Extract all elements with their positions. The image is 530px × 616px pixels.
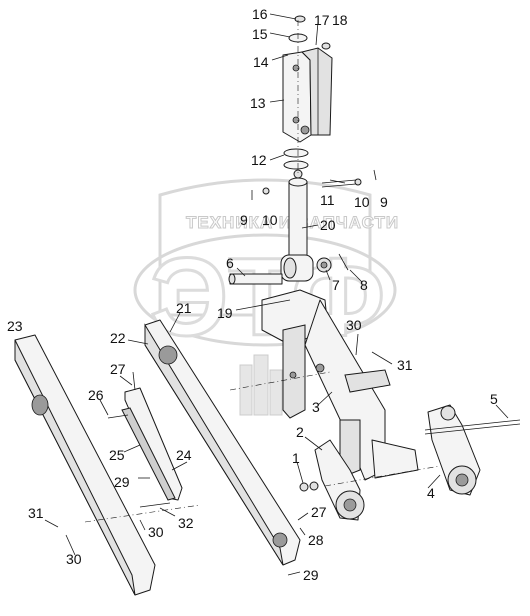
- callout-21: 21: [176, 300, 192, 316]
- callout-4: 4: [427, 485, 435, 501]
- callout-19: 19: [217, 305, 233, 321]
- part-30-plate: [344, 369, 391, 393]
- watermark-emblem-icon: [239, 354, 283, 416]
- callout-1: 1: [292, 450, 300, 466]
- callout-7: 7: [332, 277, 340, 293]
- callout-27-right: 27: [311, 504, 327, 520]
- callout-5: 5: [490, 391, 498, 407]
- callout-17: 17: [314, 12, 330, 28]
- callout-31-right: 31: [397, 357, 413, 373]
- part-16-nut: [294, 15, 306, 23]
- callout-leaders: [44, 13, 509, 576]
- callout-32: 32: [178, 515, 194, 531]
- callout-30-left: 30: [66, 551, 82, 567]
- callout-11: 11: [320, 192, 335, 208]
- bolt-5: [424, 419, 521, 435]
- main-frame-3: [261, 289, 419, 481]
- washers-1: [299, 481, 319, 492]
- callout-24: 24: [176, 447, 192, 463]
- callout-9-left: 9: [240, 212, 248, 228]
- callout-29-left: 29: [114, 474, 130, 490]
- callout-20: 20: [320, 217, 336, 233]
- pivot-shaft-20: [280, 169, 314, 282]
- callout-31-left: 31: [28, 505, 44, 521]
- callout-3: 3: [312, 399, 320, 415]
- arm-2: [314, 439, 365, 521]
- washer-7-pin-8: [316, 253, 349, 273]
- pin-6: [228, 273, 283, 285]
- part-18-nut: [321, 42, 331, 50]
- callout-10-left: 10: [262, 212, 278, 228]
- callout-2: 2: [296, 424, 304, 440]
- callout-28: 28: [308, 532, 324, 548]
- arm-4: [427, 404, 481, 496]
- callout-12: 12: [251, 152, 267, 168]
- callout-22: 22: [110, 330, 126, 346]
- callout-6: 6: [226, 255, 234, 271]
- callout-9-right: 9: [380, 194, 388, 210]
- callout-30-bottom: 30: [148, 524, 164, 540]
- assembly-axes: [84, 20, 441, 523]
- beam-21: [144, 319, 301, 566]
- plate-24: [121, 387, 183, 501]
- bolts-26-29: [107, 371, 171, 508]
- callout-29-bottom: 29: [303, 567, 319, 583]
- callout-13: 13: [250, 95, 266, 111]
- side-plate-23: [14, 334, 156, 596]
- callout-15: 15: [252, 26, 268, 42]
- callout-labels: 16 17 18 15 14 13 12 9 10 11 10 9 20 6 7…: [7, 6, 498, 583]
- callout-30-top: 30: [346, 317, 362, 333]
- pin-11: [251, 169, 377, 200]
- callout-10-right: 10: [354, 194, 370, 210]
- watermark-logo: ЭТФ: [150, 236, 385, 359]
- callout-26: 26: [88, 387, 104, 403]
- callout-18: 18: [332, 12, 348, 28]
- callout-14: 14: [253, 54, 269, 70]
- washers-12: [283, 148, 309, 170]
- callout-16: 16: [252, 6, 268, 22]
- callout-23: 23: [7, 318, 23, 334]
- callout-27-left: 27: [110, 361, 126, 377]
- callout-8: 8: [360, 277, 368, 293]
- callout-25: 25: [109, 447, 125, 463]
- top-bracket-assembly: [282, 15, 333, 143]
